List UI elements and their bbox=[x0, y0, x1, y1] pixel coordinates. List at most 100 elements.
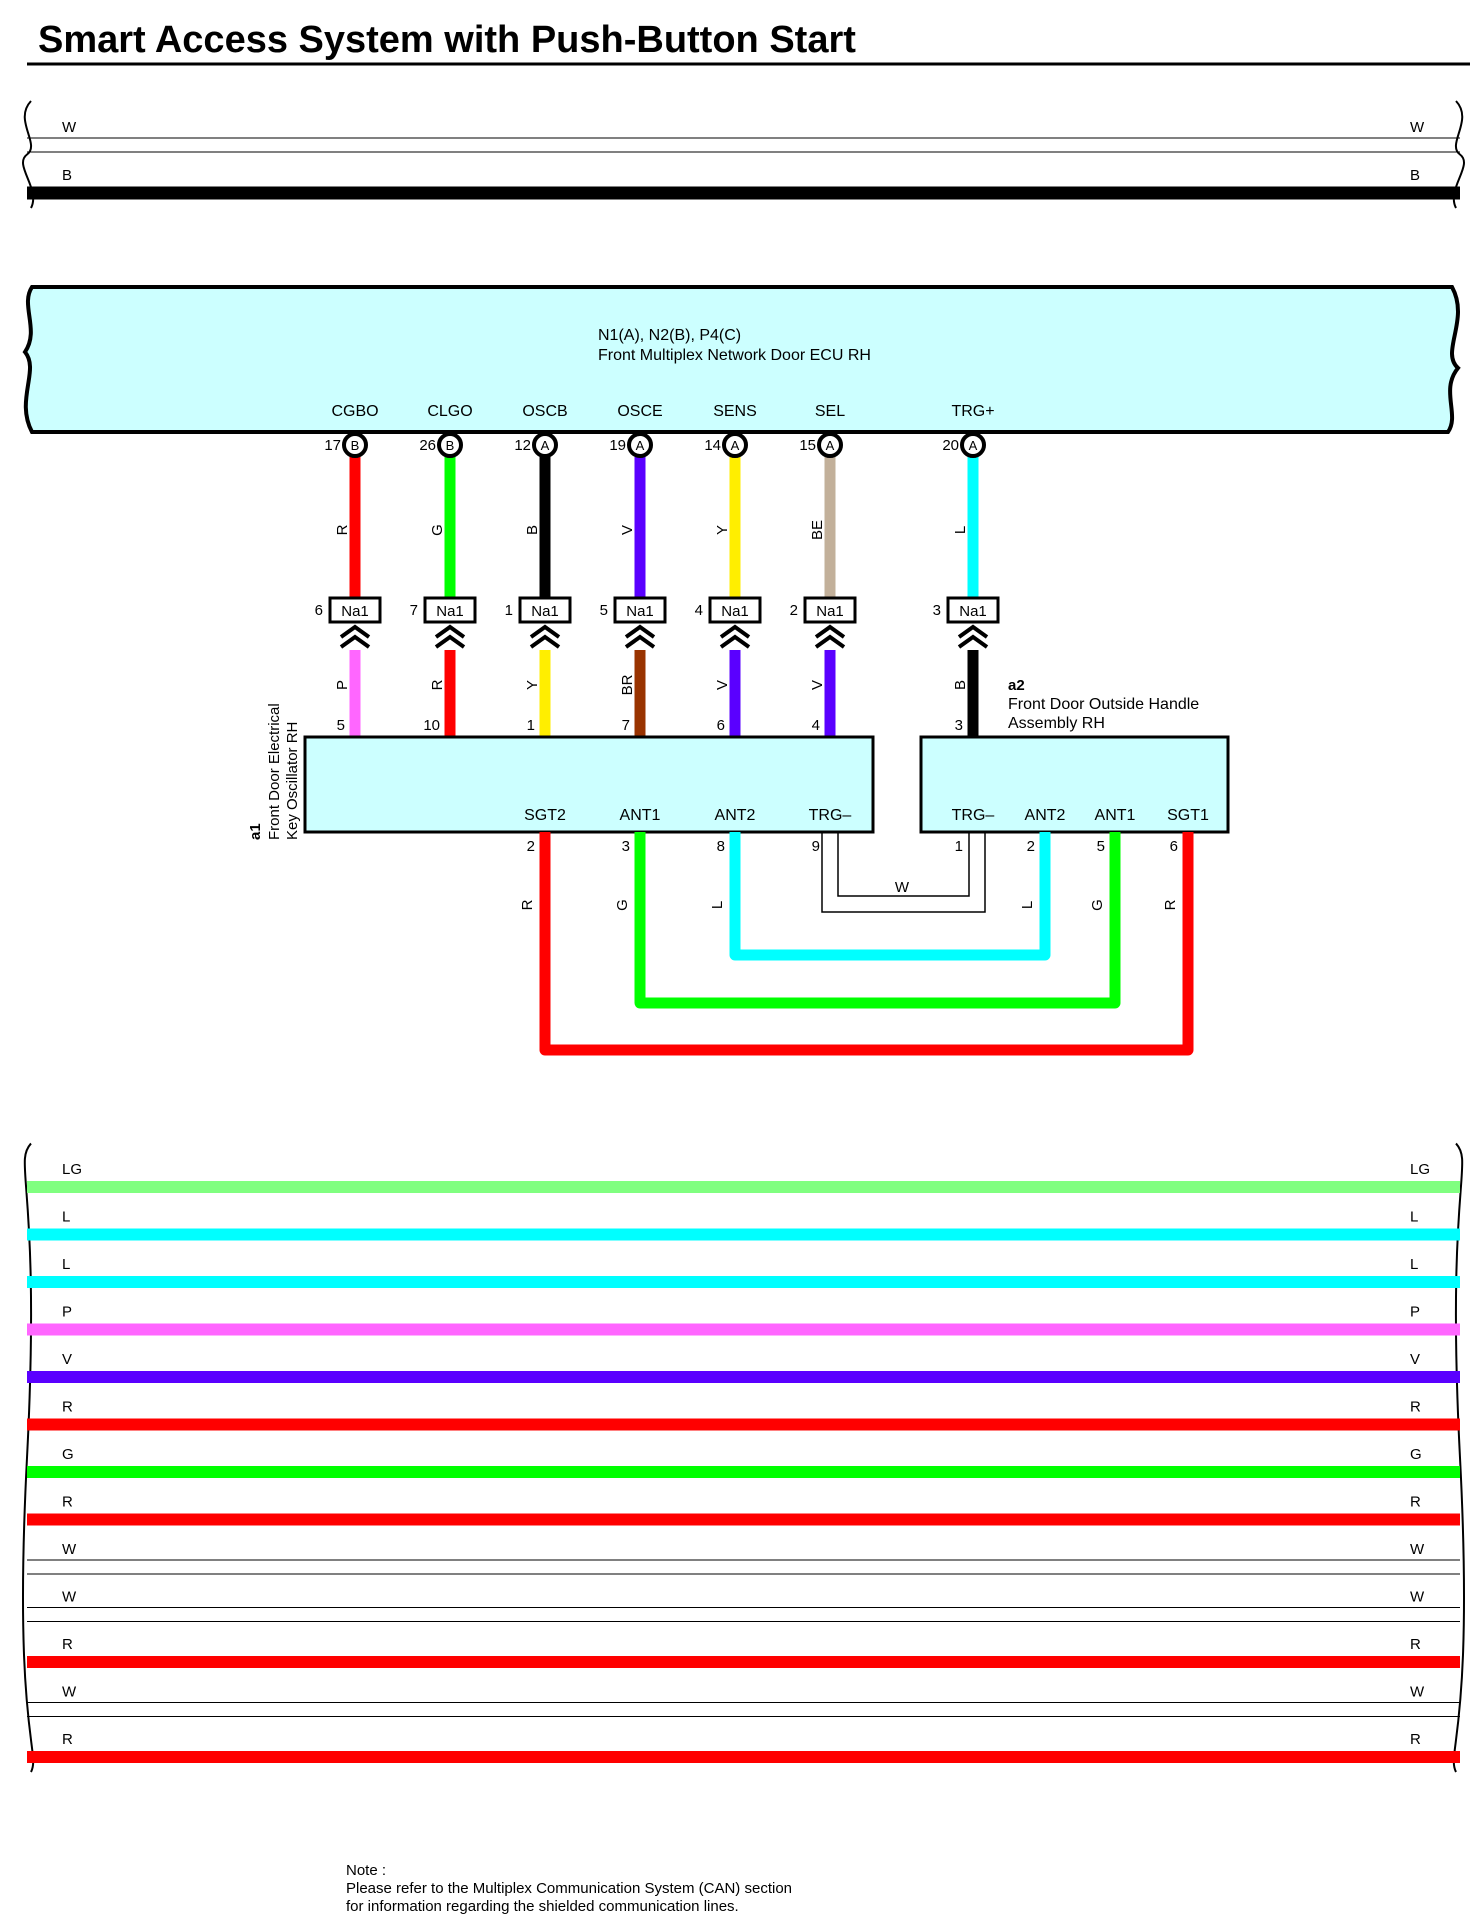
bottom-bus-right-label: G bbox=[1410, 1446, 1422, 1463]
bottom-bus-right-label: L bbox=[1410, 1209, 1418, 1226]
bottom-bus-left-label: L bbox=[62, 1256, 70, 1273]
a1-label: a1 Front Door Electrical Key Oscillator … bbox=[247, 703, 301, 840]
ecu-wire-color-label: R bbox=[334, 524, 351, 535]
ecu-pin-number: 17 bbox=[324, 437, 341, 454]
a2-name-line1: Front Door Outside Handle bbox=[1008, 696, 1199, 713]
junction-name: Na1 bbox=[436, 603, 464, 620]
bottom-bus-left-label: LG bbox=[62, 1161, 82, 1178]
ecu-pin-number: 26 bbox=[419, 437, 436, 454]
a2-code: a2 bbox=[1008, 677, 1025, 694]
ecu-pin-number: 20 bbox=[942, 437, 959, 454]
junction-connector: Na1 2 bbox=[790, 596, 857, 649]
ecu-terminal-label: CLGO bbox=[427, 403, 472, 420]
bottom-bus-right-label: R bbox=[1410, 1731, 1421, 1748]
ecu-wire-color-label: L bbox=[952, 526, 969, 534]
bottom-bus-left-label: R bbox=[62, 1494, 73, 1511]
ecu-connector-circle bbox=[342, 432, 368, 458]
lower-wire-color-label: P bbox=[334, 680, 351, 690]
junction-chevron-icon bbox=[814, 624, 846, 649]
ecu-connector-letter: A bbox=[826, 438, 835, 453]
junction-name: Na1 bbox=[626, 603, 654, 620]
a2-name-line2: Assembly RH bbox=[1008, 715, 1105, 732]
ecu-pin-number: 15 bbox=[799, 437, 816, 454]
bottom-bus-left-label: L bbox=[62, 1209, 70, 1226]
bottom-bus-right-label: W bbox=[1410, 1541, 1425, 1558]
a1-bottom-terminal-label: ANT2 bbox=[715, 807, 756, 824]
bottom-bus-right-label: L bbox=[1410, 1256, 1418, 1273]
bottom-bus-right-break bbox=[1452, 1142, 1466, 1773]
ecu-connector-circle bbox=[437, 432, 463, 458]
ecu-connector-circle bbox=[722, 432, 748, 458]
bottom-bus-right-label: R bbox=[1410, 1636, 1421, 1653]
note-label: Note : bbox=[346, 1862, 386, 1879]
bottom-bus-left-label: R bbox=[62, 1636, 73, 1653]
ant1-loop-wire bbox=[634, 832, 1121, 1009]
a2-bottom-pin-number: 2 bbox=[1027, 838, 1035, 855]
ecu-connector-letter: B bbox=[446, 438, 455, 453]
top-bus-right-label: B bbox=[1410, 167, 1420, 184]
ecu-connector-circle bbox=[532, 432, 558, 458]
junction-box bbox=[946, 596, 1000, 624]
ant2-loop-wire bbox=[729, 832, 1051, 961]
a1-bottom-pin-number: 3 bbox=[622, 838, 630, 855]
a1-bottom-wire-color-label: G bbox=[614, 899, 631, 911]
a1-bottom-wire-color-label: R bbox=[519, 899, 536, 910]
ecu-connector-letter: A bbox=[541, 438, 550, 453]
a1-top-pin-number: 6 bbox=[717, 717, 725, 734]
junction-box bbox=[328, 596, 382, 624]
bottom-bus-left-break bbox=[21, 1142, 35, 1773]
top-bus-left-label: B bbox=[62, 167, 72, 184]
bottom-bus-right-label: LG bbox=[1410, 1161, 1430, 1178]
junction-chevron-icon bbox=[719, 624, 751, 649]
junction-pin-number: 4 bbox=[695, 602, 703, 619]
a2-bottom-pin-number: 1 bbox=[955, 838, 963, 855]
ecu-name: Front Multiplex Network Door ECU RH bbox=[598, 347, 871, 364]
page-title: Smart Access System with Push-Button Sta… bbox=[38, 19, 856, 61]
lower-wire-color-label: B bbox=[952, 680, 969, 690]
ecu-connector-circle bbox=[960, 432, 986, 458]
bottom-bus-right-label: W bbox=[1410, 1589, 1425, 1606]
bottom-bus-right-label: W bbox=[1410, 1684, 1425, 1701]
junction-name: Na1 bbox=[959, 603, 987, 620]
ecu-terminal-label: CGBO bbox=[331, 403, 378, 420]
junction-box bbox=[613, 596, 667, 624]
ecu-connector-letter: A bbox=[731, 438, 740, 453]
a1-code: a1 bbox=[247, 823, 264, 840]
junction-name: Na1 bbox=[816, 603, 844, 620]
ecu-pin-number: 12 bbox=[514, 437, 531, 454]
junction-pin-number: 2 bbox=[790, 602, 798, 619]
a2-bottom-pin-number: 5 bbox=[1097, 838, 1105, 855]
bottom-bus-left-label: P bbox=[62, 1304, 72, 1321]
a2-bottom-terminal-label: TRG– bbox=[952, 807, 995, 824]
ecu-connector-letter: A bbox=[636, 438, 645, 453]
junction-name: Na1 bbox=[721, 603, 749, 620]
a1-top-pin-number: 5 bbox=[337, 717, 345, 734]
a1-bottom-pin-number: 9 bbox=[812, 838, 820, 855]
a2-bottom-wire-color-label: G bbox=[1089, 899, 1106, 911]
ecu-wire-color-label: Y bbox=[714, 525, 731, 535]
junction-pin-number: 1 bbox=[505, 602, 513, 619]
a2-bottom-terminal-label: ANT2 bbox=[1025, 807, 1066, 824]
ecu-code: N1(A), N2(B), P4(C) bbox=[598, 327, 741, 344]
ecu-wire-color-label: BE bbox=[809, 520, 826, 540]
ecu-pin-number: 19 bbox=[609, 437, 626, 454]
a1-bottom-terminal-label: ANT1 bbox=[620, 807, 661, 824]
trg-link-outer bbox=[821, 832, 986, 913]
junction-pin-number: 5 bbox=[600, 602, 608, 619]
a1-top-pin-number: 1 bbox=[527, 717, 535, 734]
top-bus-right-label: W bbox=[1410, 119, 1425, 136]
bottom-bus-left-label: R bbox=[62, 1731, 73, 1748]
a1-body bbox=[303, 735, 875, 834]
ecu-connector-letter: A bbox=[969, 438, 978, 453]
bottom-bus-left-label: R bbox=[62, 1399, 73, 1416]
bottom-bus-right-label: P bbox=[1410, 1304, 1420, 1321]
ecu-terminal-label: SENS bbox=[713, 403, 757, 420]
a1-bottom-terminal-label: TRG– bbox=[809, 807, 852, 824]
note-line1: Please refer to the Multiplex Communicat… bbox=[346, 1880, 792, 1897]
trg-link-inner bbox=[837, 832, 970, 897]
lower-wire-color-label: R bbox=[429, 679, 446, 690]
